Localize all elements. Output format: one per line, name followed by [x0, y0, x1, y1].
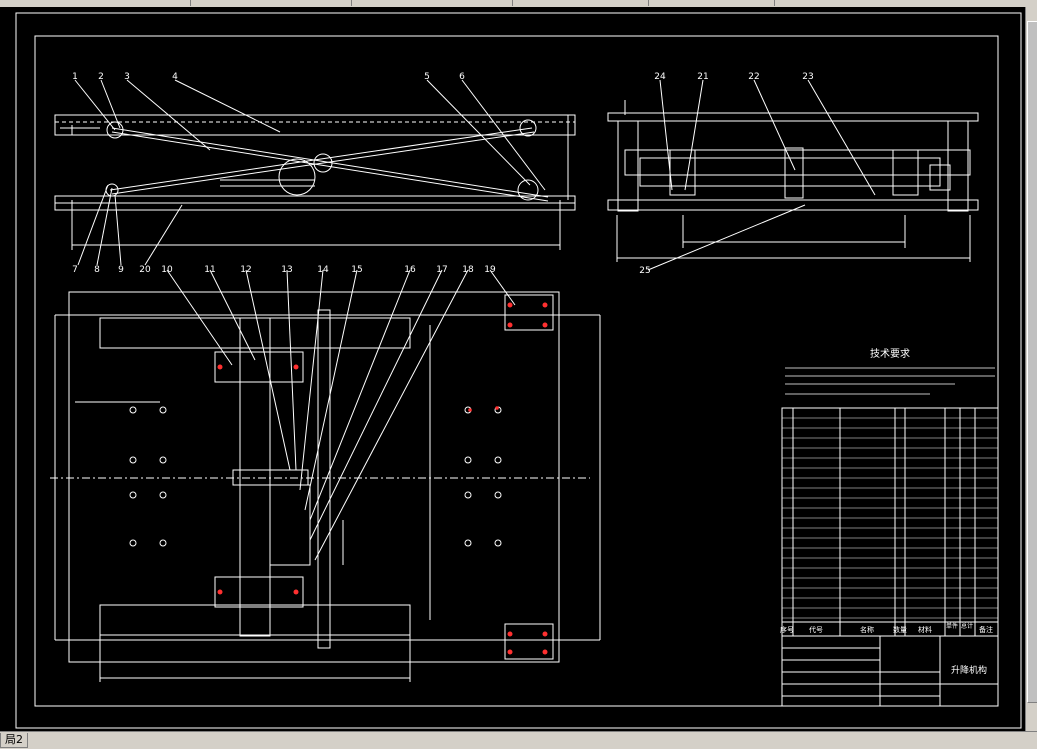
toolbar-segment[interactable]	[0, 0, 191, 6]
tech-requirements-title: 技术要求	[870, 347, 910, 360]
bom-header: 序号	[780, 625, 794, 634]
front-view	[54, 79, 576, 266]
part-number: 15	[351, 265, 362, 275]
inner-border	[34, 35, 999, 707]
bom-header: 材料	[918, 625, 932, 634]
part-number: 18	[462, 265, 474, 275]
part-number: 8	[94, 265, 100, 275]
part-number: 9	[118, 265, 124, 275]
status-bar: 局2	[0, 731, 1037, 749]
vertical-scrollbar[interactable]	[1025, 7, 1037, 731]
bom-header: 单件	[946, 622, 958, 630]
bom-header: 数量	[893, 625, 907, 634]
part-number: 12	[240, 265, 251, 275]
drawing-canvas[interactable]: 1 2 3 4 5 6 7 8 9 20 24 21 22 23 25 10 1…	[0, 7, 1025, 731]
part-number: 3	[124, 72, 130, 82]
part-number: 25	[639, 266, 650, 276]
part-number: 5	[424, 72, 430, 82]
side-view	[607, 79, 979, 271]
title-block	[781, 635, 999, 707]
part-number: 20	[139, 265, 151, 275]
part-number: 14	[317, 265, 329, 275]
part-number: 17	[436, 265, 447, 275]
bom-header: 总计	[961, 622, 973, 630]
part-number: 4	[172, 72, 178, 82]
bom-table	[781, 407, 999, 637]
scrollbar-thumb[interactable]	[1027, 21, 1037, 703]
bom-header: 名称	[860, 625, 874, 634]
part-number: 21	[697, 72, 708, 82]
red-accents	[217, 302, 548, 655]
cad-drawing: 1 2 3 4 5 6 7 8 9 20 24 21 22 23 25 10 1…	[15, 12, 1022, 729]
part-number: 13	[281, 265, 292, 275]
part-number: 2	[98, 72, 104, 82]
bom-header: 代号	[809, 625, 823, 634]
part-number: 16	[404, 265, 416, 275]
toolbar-segment[interactable]	[649, 0, 775, 6]
part-number: 11	[204, 265, 215, 275]
plan-view	[50, 269, 601, 682]
tech-requirements-lines	[785, 367, 995, 395]
part-number: 24	[654, 72, 666, 82]
layout-tab[interactable]: 局2	[0, 733, 28, 748]
part-number: 22	[748, 72, 759, 82]
outer-border	[15, 12, 1022, 729]
toolbar-segment[interactable]	[191, 0, 352, 6]
part-number: 23	[802, 72, 813, 82]
bom-header: 备注	[979, 625, 993, 634]
toolbar-segment[interactable]	[352, 0, 513, 6]
toolbar-segment[interactable]	[513, 0, 649, 6]
part-number: 10	[161, 265, 173, 275]
part-number: 7	[72, 265, 78, 275]
part-number: 1	[72, 72, 78, 82]
part-number: 6	[459, 72, 465, 82]
title-block-name: 升降机构	[951, 664, 987, 676]
part-number: 19	[484, 265, 496, 275]
